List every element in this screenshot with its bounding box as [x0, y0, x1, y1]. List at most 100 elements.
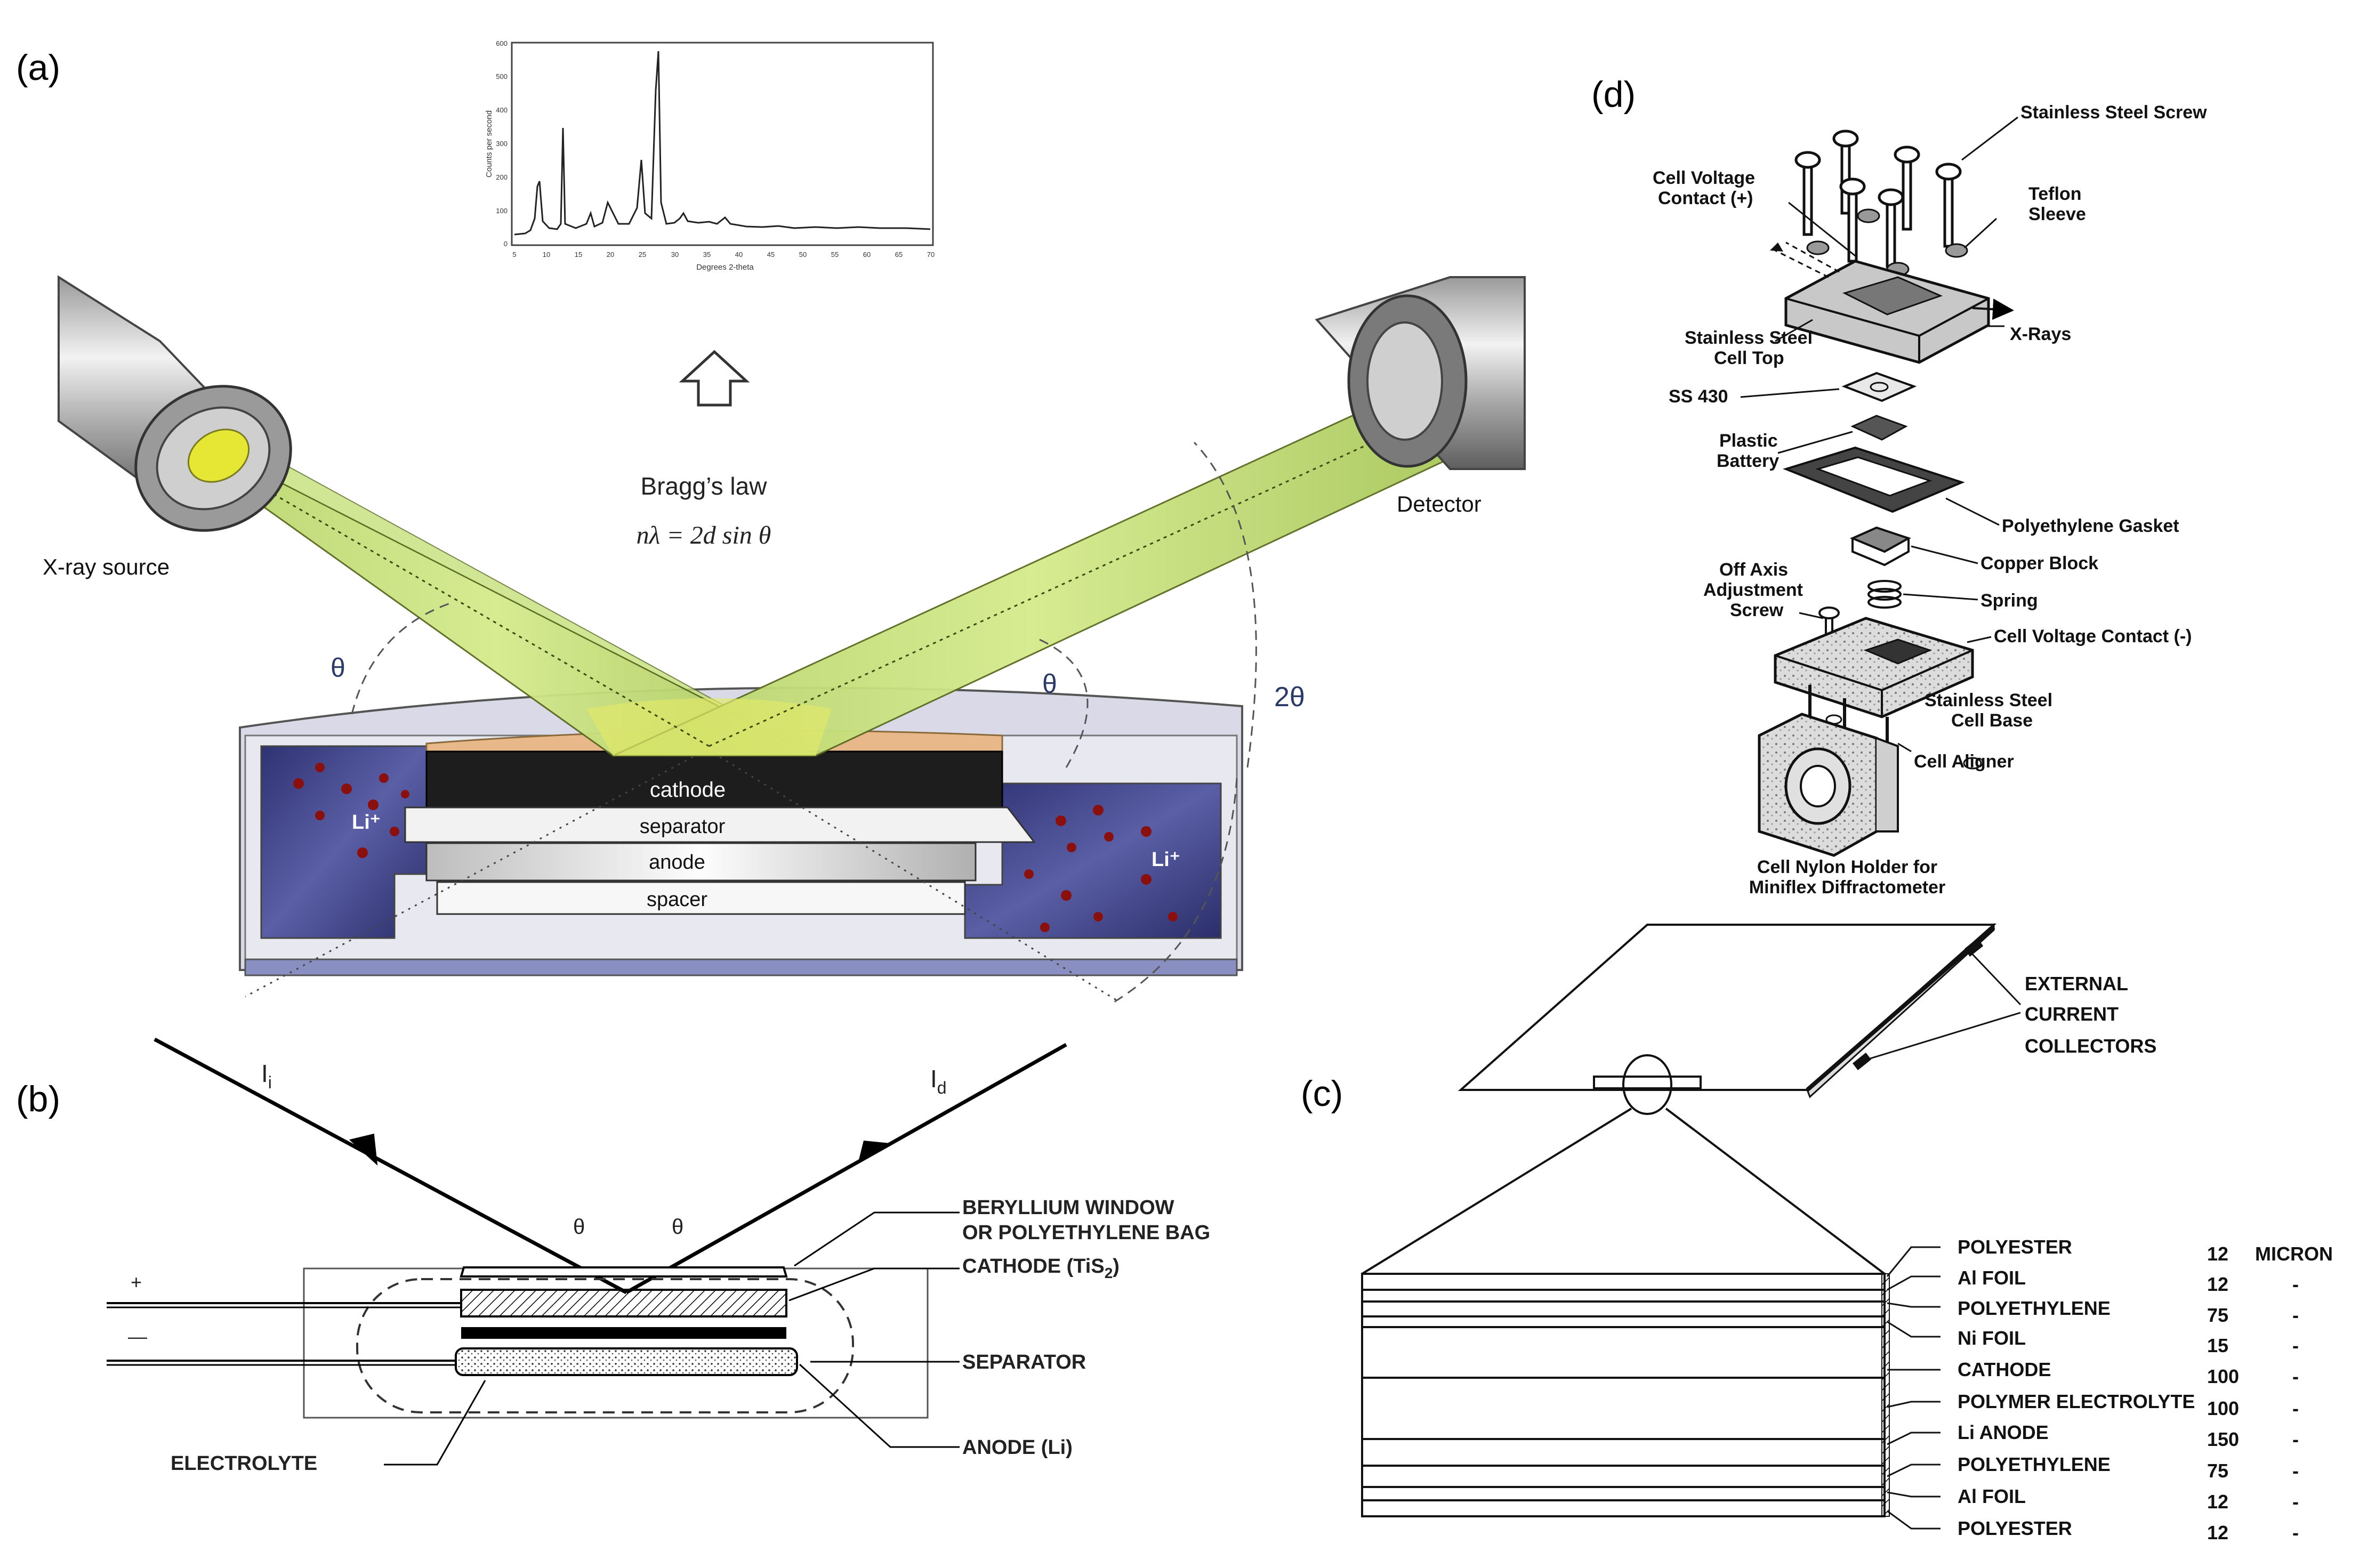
- offaxis-label-1: Off Axis: [1719, 560, 1788, 580]
- base-label-1: Stainless Steel: [1925, 690, 2052, 710]
- diffracted-ray: [625, 1042, 1067, 1295]
- layer-name: Al FOIL: [1958, 1267, 2026, 1289]
- spring-icon: [1867, 580, 1902, 609]
- minus-sign: —: [128, 1325, 147, 1347]
- plastic-label-2: Battery: [1717, 451, 1779, 471]
- screw-icon: [1794, 151, 1821, 236]
- screw-icon: [1935, 163, 1962, 248]
- layer-thickness: 12: [2207, 1243, 2228, 1265]
- anode-label: anode: [649, 851, 705, 874]
- xrd-x-ticks: 5 10 15 20 25 30 35 40 45 50 55 60 65 70: [512, 250, 935, 258]
- dash: -: [2292, 1365, 2299, 1387]
- xrd-xtick: 55: [831, 250, 839, 258]
- xrd-xtick: 40: [735, 250, 743, 258]
- screw-icon: [1894, 146, 1920, 231]
- ss430-plate: [1841, 371, 1917, 402]
- li-ions: [293, 763, 1178, 932]
- layer-name: CATHODE: [1958, 1359, 2051, 1380]
- cathode-tis2-label: CATHODE (TiS2): [962, 1255, 1120, 1281]
- xrd-xtick: 45: [767, 250, 775, 258]
- screw-icon: [1878, 188, 1904, 268]
- separator-bar: [461, 1327, 786, 1339]
- voltage-plus-label-2: Contact (+): [1658, 188, 1753, 208]
- xrd-ytick: 300: [496, 140, 508, 148]
- layer-name: Li ANODE: [1958, 1421, 2049, 1443]
- panel-label-a: (a): [16, 47, 60, 88]
- spacer-label: spacer: [647, 888, 707, 911]
- layer-thickness: 12: [2207, 1491, 2228, 1513]
- panel-d-diagram: Stainless Steel Screw Cell Voltage Conta…: [1653, 102, 2207, 898]
- xrd-plot: 600 500 400 300 200 100 0 5 10 15 20 25 …: [485, 39, 935, 272]
- cathode-layer: [425, 750, 1003, 809]
- panel-label-d: (d): [1591, 74, 1636, 115]
- xrd-xtick: 30: [671, 250, 679, 258]
- layer-thickness: 75: [2207, 1460, 2228, 1482]
- panel-label-c: (c): [1301, 1073, 1343, 1114]
- xrd-ylabel: Counts per second: [485, 110, 494, 177]
- plastic-label-1: Plastic: [1719, 431, 1778, 451]
- xrd-xtick: 50: [799, 250, 807, 258]
- layer-name: POLYETHYLENE: [1958, 1453, 2111, 1475]
- angle-arcs: [351, 441, 1257, 1003]
- xrd-xtick: 20: [607, 250, 614, 258]
- separator-label: separator: [640, 815, 726, 838]
- xrd-xtick: 25: [639, 250, 646, 258]
- ss430-label: SS 430: [1669, 386, 1728, 407]
- plastic-battery: [1850, 415, 1908, 441]
- xrd-ytick: 0: [504, 240, 508, 248]
- cathode-label: cathode: [650, 778, 726, 802]
- xrd-ytick: 600: [496, 39, 508, 47]
- electrolyte-outline: [356, 1278, 854, 1413]
- theta-left: θ: [331, 653, 345, 683]
- xrd-xtick: 70: [927, 250, 935, 258]
- voltage-minus-label: Cell Voltage Contact (-): [1994, 626, 2192, 646]
- collectors-label-3: COLLECTORS: [2025, 1035, 2156, 1057]
- holder-label-2: Miniflex Diffractometer: [1749, 877, 1945, 898]
- detector-label: Detector: [1397, 491, 1482, 516]
- panel-c-diagram: EXTERNAL CURRENT COLLECTORS: [1361, 923, 2333, 1543]
- theta-b-right: θ: [672, 1215, 683, 1239]
- coin-cell: cathode separator anode spacer Li⁺ Li⁺: [239, 686, 1243, 976]
- holder-label-1: Cell Nylon Holder for: [1757, 857, 1937, 877]
- separator-b-label: SEPARATOR: [962, 1351, 1086, 1373]
- dash: -: [2292, 1335, 2299, 1356]
- layer-thickness: 150: [2207, 1428, 2239, 1450]
- aligner-label: Cell Aligner: [1914, 751, 2014, 772]
- collectors-label-1: EXTERNAL: [2025, 973, 2128, 995]
- dash: -: [2292, 1460, 2299, 1482]
- layer-name: POLYETHYLENE: [1958, 1297, 2111, 1319]
- beryllium-window: [460, 1266, 788, 1278]
- cross-section-frame: [1361, 1273, 1886, 1517]
- cathode-hatched: [460, 1289, 787, 1318]
- dash: -: [2292, 1522, 2299, 1543]
- teflon-label-1: Teflon: [2028, 184, 2081, 204]
- cell-top-label-1: Stainless Steel: [1685, 328, 1813, 348]
- diffracted-label: Id: [930, 1065, 947, 1097]
- base-label-2: Cell Base: [1951, 710, 2033, 731]
- layer-name: Al FOIL: [1958, 1485, 2026, 1507]
- layer-lines: [1362, 1289, 1885, 1501]
- dash: -: [2292, 1397, 2299, 1419]
- detector: [1315, 276, 1526, 470]
- panel-label-b: (b): [16, 1079, 60, 1119]
- xrd-ytick: 100: [496, 207, 508, 215]
- teflon-label-2: Sleeve: [2028, 204, 2086, 224]
- layer-thickness: 15: [2207, 1335, 2228, 1356]
- gasket-label: Polyethylene Gasket: [2002, 516, 2179, 536]
- xrd-pattern: [514, 51, 931, 236]
- layer-thickness: 100: [2207, 1365, 2239, 1387]
- thickness-unit: MICRON: [2255, 1243, 2333, 1265]
- spacer-layer: [436, 881, 966, 915]
- li-ion-label-right: Li⁺: [1152, 848, 1180, 871]
- xrd-xtick: 5: [512, 250, 516, 258]
- copper-label: Copper Block: [1980, 553, 2098, 573]
- plus-sign: +: [131, 1271, 142, 1293]
- dash: -: [2292, 1304, 2299, 1326]
- xrd-xtick: 10: [543, 250, 550, 258]
- xrd-ytick: 500: [496, 72, 508, 80]
- xrd-xlabel: Degrees 2-theta: [696, 263, 754, 272]
- dash: -: [2292, 1273, 2299, 1295]
- layer-name: POLYESTER: [1958, 1517, 2072, 1539]
- layer-name: Ni FOIL: [1958, 1327, 2026, 1349]
